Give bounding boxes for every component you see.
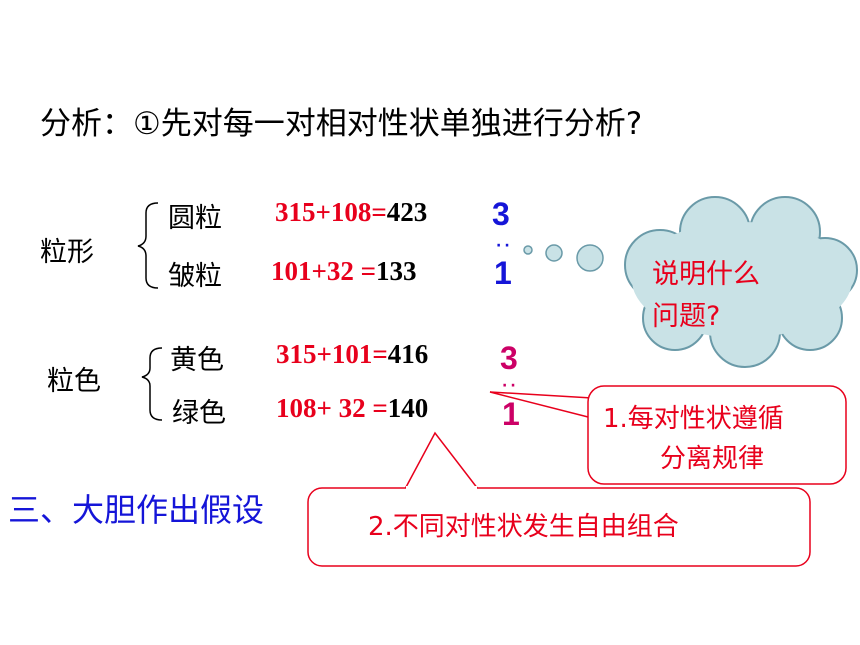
color-ratio-bottom: 1 <box>502 396 520 432</box>
callout1-box <box>587 385 847 485</box>
thought-cloud <box>624 196 858 368</box>
yellow-seed-equation: 315+101=416 <box>276 339 429 369</box>
bubble-dot-medium <box>545 244 563 262</box>
yellow-seed-label: 黄色 <box>170 345 224 376</box>
wrinkled-seed-equation: 101+32 =133 <box>271 256 417 286</box>
color-brace <box>141 347 163 421</box>
round-seed-equation: 315+108=423 <box>275 197 428 227</box>
bubble-text-line1: 说明什么 <box>652 259 760 290</box>
analysis-title: 分析：①先对每一对相对性状单独进行分析? <box>40 106 643 142</box>
bubble-text-line2: 问题? <box>652 301 721 332</box>
shape-ratio-bottom: 1 <box>494 255 512 291</box>
section-heading: 三、大胆作出假设 <box>8 491 265 529</box>
color-label: 粒色 <box>47 366 101 397</box>
callout1-line2: 分离规律 <box>660 444 765 474</box>
shape-label: 粒形 <box>40 237 94 268</box>
callout2-pointer <box>404 431 479 490</box>
callout2-text: 2.不同对性状发生自由组合 <box>368 512 679 542</box>
shape-ratio-top: 3 <box>492 196 510 232</box>
callout1-pointer <box>489 391 593 419</box>
bubble-dot-small <box>523 245 533 255</box>
color-ratio-top: 3 <box>500 340 518 376</box>
green-seed-label: 绿色 <box>172 398 226 429</box>
shape-ratio-colon: ·· <box>496 238 513 254</box>
color-ratio-colon: ·· <box>502 378 519 394</box>
wrinkled-seed-label: 皱粒 <box>168 261 222 292</box>
green-seed-equation: 108+ 32 =140 <box>276 393 429 423</box>
round-seed-label: 圆粒 <box>168 203 222 234</box>
callout2-box <box>307 487 811 567</box>
callout1-line1: 1.每对性状遵循 <box>603 404 784 434</box>
bubble-dot-large <box>576 244 604 272</box>
shape-brace <box>137 202 159 289</box>
